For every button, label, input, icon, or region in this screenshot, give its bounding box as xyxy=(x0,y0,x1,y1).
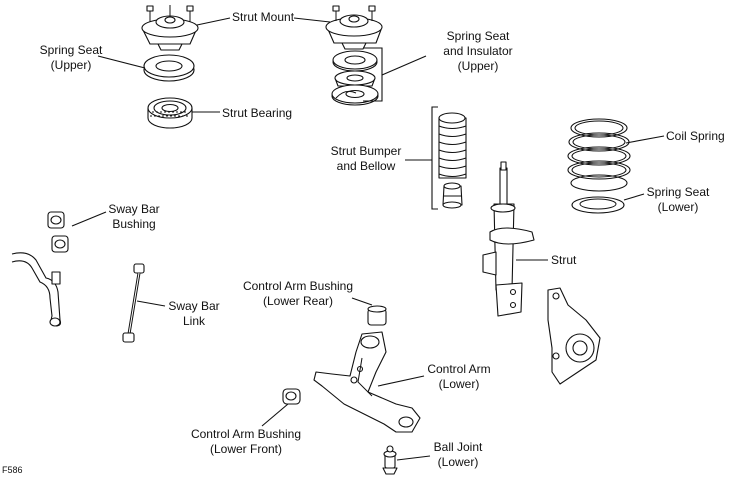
label-control-arm-lower-line2: (Lower) xyxy=(438,377,480,391)
label-control-arm-bushing-front-line2: (Lower Front) xyxy=(209,442,283,456)
label-spring-seat-lower-line2: (Lower) xyxy=(657,200,699,214)
control-arm-part xyxy=(313,331,421,433)
label-spring-seat-upper-line2: (Upper) xyxy=(50,58,92,72)
ball-joint-part xyxy=(382,445,398,475)
label-sway-bar-link-line1: Sway Bar xyxy=(168,299,220,313)
figure-code: F586 xyxy=(2,465,23,475)
label-sway-bar-bushing: Sway Bar Bushing xyxy=(104,202,164,232)
sway-bar-bushing-part xyxy=(47,211,69,253)
spring-seat-upper-part xyxy=(143,54,195,82)
label-spring-seat-lower: Spring Seat (Lower) xyxy=(640,185,716,215)
label-control-arm-bushing-rear: Control Arm Bushing (Lower Rear) xyxy=(238,279,358,309)
control-arm-bushing-front-part xyxy=(282,388,301,405)
label-sway-bar-bushing-line1: Sway Bar xyxy=(108,202,160,216)
spring-seat-lower-part xyxy=(571,196,625,214)
label-strut-bumper: Strut Bumper and Bellow xyxy=(326,144,406,174)
spring-seat-insulator-part xyxy=(331,50,379,106)
strut-bellow-part xyxy=(438,112,467,209)
label-spring-seat-lower-line1: Spring Seat xyxy=(646,185,710,199)
label-spring-seat-insulator: Spring Seat and Insulator (Upper) xyxy=(426,29,530,74)
label-control-arm-bushing-front-line1: Control Arm Bushing xyxy=(190,427,302,441)
control-arm-bushing-rear-part xyxy=(367,305,387,326)
strut-mount-left xyxy=(141,5,199,51)
strut-part xyxy=(482,161,535,317)
label-strut: Strut xyxy=(551,253,577,267)
label-spring-seat-insulator-line2: and Insulator xyxy=(443,44,513,58)
label-control-arm-lower-line1: Control Arm xyxy=(427,362,491,376)
strut-mount-right xyxy=(325,5,383,50)
label-ball-joint: Ball Joint (Lower) xyxy=(426,440,490,470)
label-spring-seat-upper: Spring Seat (Upper) xyxy=(38,43,104,73)
label-sway-bar-link-line2: Link xyxy=(182,314,205,328)
label-strut-bumper-line2: and Bellow xyxy=(336,159,396,173)
label-spring-seat-insulator-line1: Spring Seat xyxy=(446,29,510,43)
label-control-arm-bushing-front: Control Arm Bushing (Lower Front) xyxy=(186,427,306,457)
label-control-arm-lower: Control Arm (Lower) xyxy=(421,362,497,392)
label-control-arm-bushing-rear-line2: (Lower Rear) xyxy=(262,294,334,308)
label-spring-seat-insulator-line3: (Upper) xyxy=(457,59,499,73)
sway-bar-link-part xyxy=(122,263,145,343)
coil-spring-part xyxy=(567,118,631,192)
label-ball-joint-line2: (Lower) xyxy=(437,455,479,469)
label-sway-bar-link: Sway Bar Link xyxy=(164,299,224,329)
label-spring-seat-upper-line1: Spring Seat xyxy=(39,43,103,57)
label-sway-bar-bushing-line2: Bushing xyxy=(112,217,156,231)
strut-bearing-part xyxy=(147,97,193,129)
label-strut-bearing: Strut Bearing xyxy=(222,106,293,120)
label-ball-joint-line1: Ball Joint xyxy=(433,440,483,454)
label-strut-mount: Strut Mount xyxy=(232,10,295,24)
label-strut-bumper-line1: Strut Bumper xyxy=(330,144,402,158)
sway-bar-part xyxy=(11,252,62,327)
leader-lines xyxy=(71,17,665,461)
label-coil-spring: Coil Spring xyxy=(666,129,725,143)
steering-knuckle-part xyxy=(547,287,601,385)
label-control-arm-bushing-rear-line1: Control Arm Bushing xyxy=(242,279,354,293)
